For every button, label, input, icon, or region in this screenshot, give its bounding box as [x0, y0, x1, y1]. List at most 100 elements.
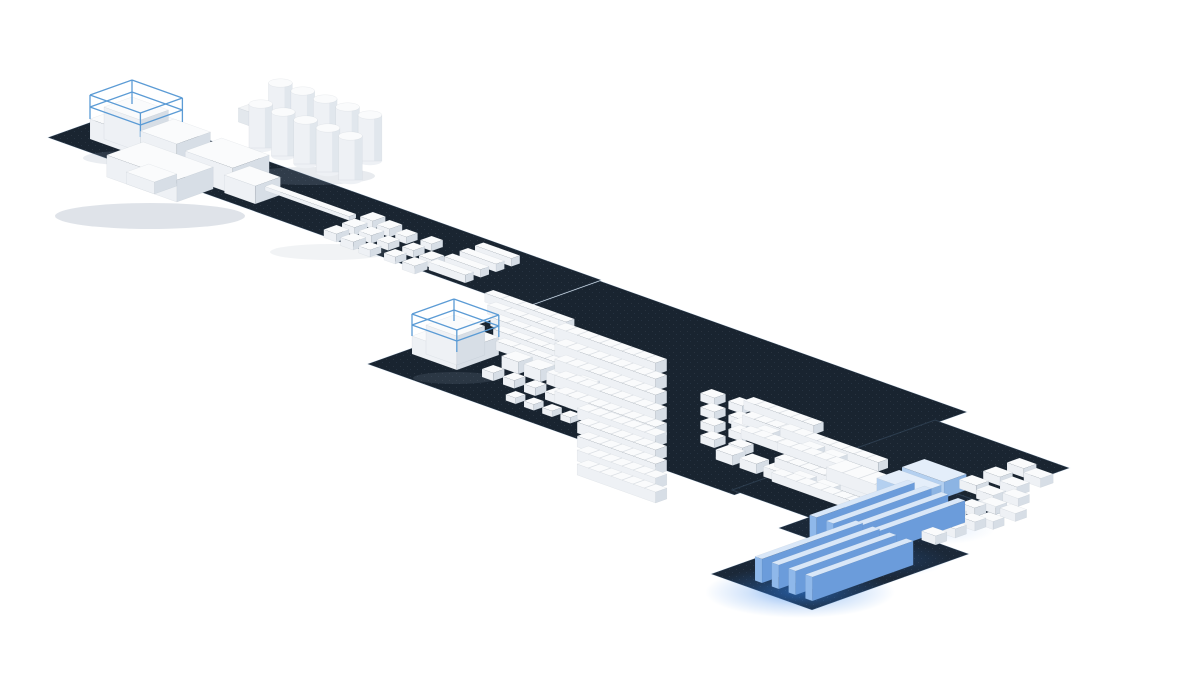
tower-frame-edge [89, 94, 141, 114]
rack-segment-line [633, 414, 645, 420]
rack-segment-line [633, 437, 645, 443]
robot-cell [523, 397, 545, 411]
rack-segment-line [644, 370, 656, 376]
rack-segment-line [503, 307, 513, 312]
box-face-top [383, 248, 408, 258]
rack-segment-line [509, 331, 518, 336]
rack-segment-line [599, 425, 611, 431]
box-face-left [805, 574, 813, 602]
rack-segment-line [621, 447, 634, 453]
test-cell [699, 416, 727, 435]
assembly-machine [502, 372, 527, 389]
rack-segment-line [588, 334, 600, 340]
rack-segment-line [565, 326, 578, 332]
box-face-top [502, 372, 527, 381]
rack-segment-line [633, 479, 645, 485]
box-face-top [418, 250, 445, 261]
tower-frame-edge [411, 324, 458, 342]
box-face-top [1023, 467, 1054, 479]
rack-segment-line [588, 398, 600, 404]
rack-segment-line [599, 386, 611, 392]
tower-frame-edge [131, 79, 183, 99]
tower-frame-edge [140, 97, 183, 114]
tower-frame-edge [89, 91, 133, 108]
box-face-top [376, 235, 401, 244]
box-face-top [699, 388, 727, 399]
box-face-left [560, 413, 571, 424]
box-face-left [394, 232, 407, 245]
rack-segment-line [565, 342, 578, 348]
electrode-unit [401, 256, 429, 275]
rack-segment-line [764, 433, 775, 439]
box-face-top [779, 423, 889, 463]
rack-segment-line [519, 313, 529, 317]
aging-rack [779, 423, 889, 472]
rack-segment-line [644, 386, 656, 392]
rack-segment-line [766, 404, 778, 410]
box-face-top [443, 253, 490, 270]
finishing-unit [920, 526, 948, 546]
silo-shade [329, 99, 338, 145]
box-face-top [699, 402, 727, 413]
robot-cell [541, 403, 563, 418]
box-face-left [505, 394, 516, 405]
box-face-top [523, 358, 556, 371]
electrode-unit [358, 241, 382, 258]
process-tower-b [411, 298, 500, 371]
rack-segment-line [644, 354, 656, 360]
rack-segment-line [621, 378, 634, 384]
box-face-top [576, 445, 668, 479]
rack-segment-line [621, 461, 634, 467]
tower-frame-edge [89, 79, 133, 96]
tower-frame-edge [140, 109, 183, 126]
rack-segment-line [753, 415, 765, 420]
rack-segment-line [644, 418, 656, 424]
box-face-top [358, 241, 382, 251]
silo-top [313, 94, 338, 104]
rack-segment-line [528, 349, 538, 353]
tower-frame-edge [89, 106, 141, 126]
box-face-top [699, 416, 727, 427]
rack-segment-line [633, 465, 645, 471]
rack-segment-line [544, 355, 554, 359]
rack-segment-line [549, 312, 559, 317]
rack-segment-line [801, 417, 813, 422]
rack-segment-line [633, 350, 645, 356]
rack-segment-line [829, 441, 840, 446]
box-face-top [715, 444, 746, 456]
box-face-left [739, 457, 757, 475]
rack-segment-line [765, 419, 776, 424]
rack-segment-line [610, 429, 623, 435]
rack-segment-line [841, 445, 852, 450]
box-face-top [541, 403, 563, 412]
silo-top [290, 86, 315, 96]
robot-cell [505, 390, 527, 405]
ground-shadow [55, 203, 245, 229]
rack-segment-line [533, 307, 543, 311]
silo-shade [332, 128, 340, 172]
rack-segment-line [565, 374, 578, 380]
rack-segment-line [811, 466, 822, 472]
box-face-top [1002, 488, 1031, 499]
box-face-left [358, 245, 371, 258]
silo-top [335, 102, 360, 112]
box-face-top [699, 430, 727, 441]
rack-segment-line [845, 494, 856, 500]
rack-segment-line [816, 436, 827, 442]
rack-segment-line [599, 439, 611, 445]
rack-segment-line [610, 457, 623, 463]
box-face-top [920, 526, 948, 537]
rack-segment-line [599, 467, 611, 473]
silo-top [293, 115, 318, 125]
box-face-top [1006, 457, 1038, 469]
box-face-top [958, 474, 990, 486]
rack-segment-line [610, 358, 623, 364]
box-face-top [999, 503, 1028, 514]
rack-segment-line [633, 382, 645, 388]
conveyor-line [264, 183, 357, 221]
rack-segment-line [541, 343, 551, 347]
rack-segment-line [644, 427, 656, 433]
rack-segment-line [610, 390, 623, 396]
shipping-unit [999, 503, 1028, 522]
